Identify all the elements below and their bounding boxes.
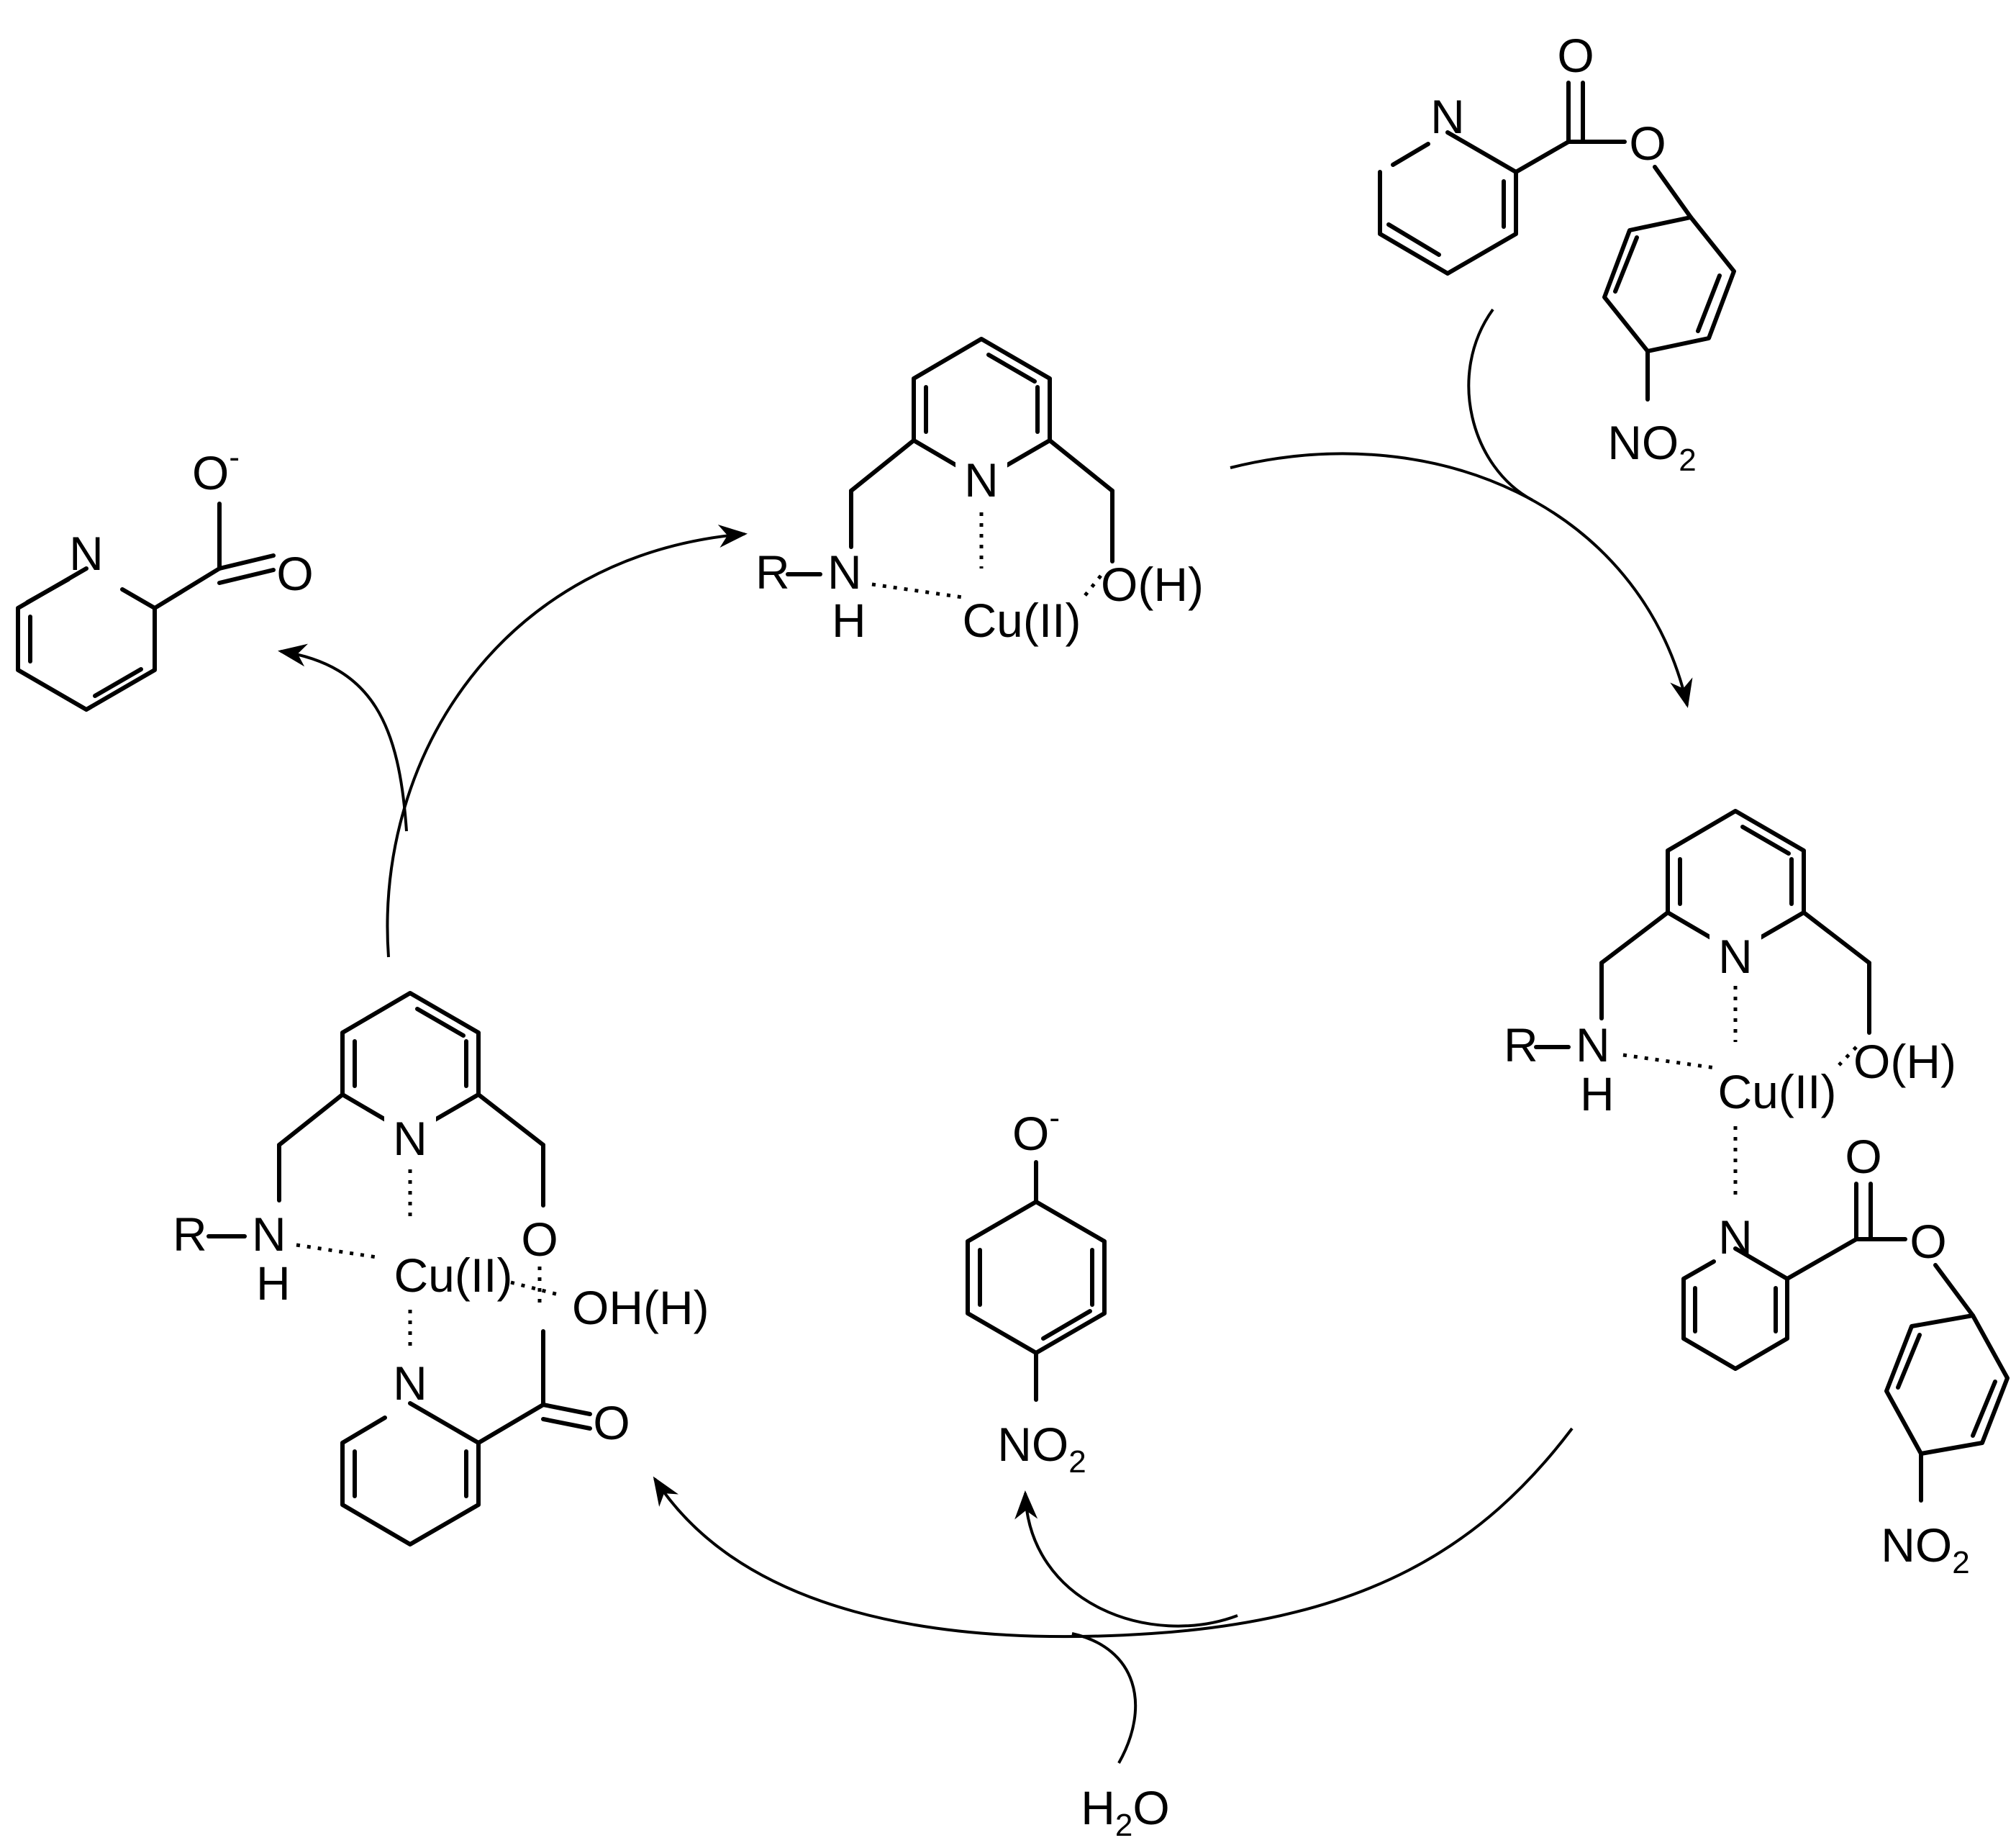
- arrow-picolinate-out: [278, 643, 408, 832]
- nitro-group: NO2: [1881, 1518, 1969, 1580]
- arrow-left-to-top: [386, 525, 748, 958]
- atom-n: N: [393, 1112, 427, 1165]
- pyridine-ring: [1378, 130, 1518, 276]
- nitrophenolate-anion: O- NO2: [966, 1100, 1107, 1480]
- atom-n: N: [1718, 1210, 1753, 1264]
- r-group: R: [755, 545, 790, 599]
- substrate-nitrophenyl-picolinate: N O O NO2: [1378, 29, 1736, 478]
- arrow-substrate-in: [1467, 308, 1533, 502]
- atom-o: O: [1845, 1130, 1881, 1183]
- copper-center: Cu(II): [963, 594, 1081, 647]
- atom-o: O: [1910, 1215, 1946, 1268]
- benzene-ring: [1884, 1313, 2010, 1456]
- atom-n: N: [393, 1356, 427, 1410]
- arrow-water-in: [1071, 1632, 1138, 1764]
- r-group: R: [1504, 1018, 1538, 1072]
- nitro-group: NO2: [997, 1418, 1086, 1480]
- atom-n: N: [827, 545, 862, 599]
- atom-n: N: [964, 453, 999, 507]
- water-molecule: H2O: [1081, 1781, 1170, 1843]
- atom-o: O-: [192, 440, 240, 499]
- r-group: R: [173, 1208, 207, 1261]
- hydroxyl-ligand: O(H): [1101, 558, 1204, 611]
- nitro-group: NO2: [1607, 416, 1696, 478]
- copper-center: Cu(II): [1718, 1065, 1837, 1118]
- benzene-ring: [1602, 215, 1736, 353]
- atom-o: O-: [1012, 1100, 1060, 1160]
- arrow-nitrophenolate-out: [1014, 1490, 1238, 1628]
- pyridine-ring: [16, 566, 157, 712]
- atom-o: O: [276, 547, 313, 600]
- atom-n: N: [69, 527, 104, 580]
- atom-o: O: [1557, 29, 1594, 82]
- atom-h: H: [832, 594, 866, 647]
- atom-n: N: [252, 1208, 286, 1261]
- atom-o: O: [593, 1396, 630, 1449]
- arrow-top-to-right: [1230, 452, 1693, 708]
- pyridine-ring: [1681, 1246, 1789, 1371]
- picolinate-anion: N O- O: [16, 440, 314, 712]
- copper-complex-left: N R N H Cu(II) O OH(H) N O: [173, 991, 709, 1546]
- hydroxyl-ligand: OH(H): [572, 1281, 709, 1334]
- arrow-right-to-left: [653, 1427, 1574, 1639]
- atom-o: O: [1629, 117, 1666, 170]
- atom-h: H: [1580, 1067, 1615, 1120]
- benzene-ring: [966, 1200, 1107, 1355]
- atom-n: N: [1430, 90, 1465, 143]
- hydroxyl-ligand: O(H): [1853, 1035, 1956, 1088]
- atom-n: N: [1718, 930, 1753, 983]
- copper-complex-right: N R N H Cu(II) O(H) N O O: [1504, 809, 2010, 1580]
- atom-h: H: [256, 1256, 291, 1310]
- atom-n: N: [1576, 1018, 1610, 1072]
- copper-complex-top: N R N H Cu(II) O(H): [755, 337, 1204, 647]
- pyridine-ring: [340, 1401, 481, 1546]
- copper-center: Cu(II): [394, 1249, 513, 1302]
- atom-o: O: [521, 1213, 558, 1266]
